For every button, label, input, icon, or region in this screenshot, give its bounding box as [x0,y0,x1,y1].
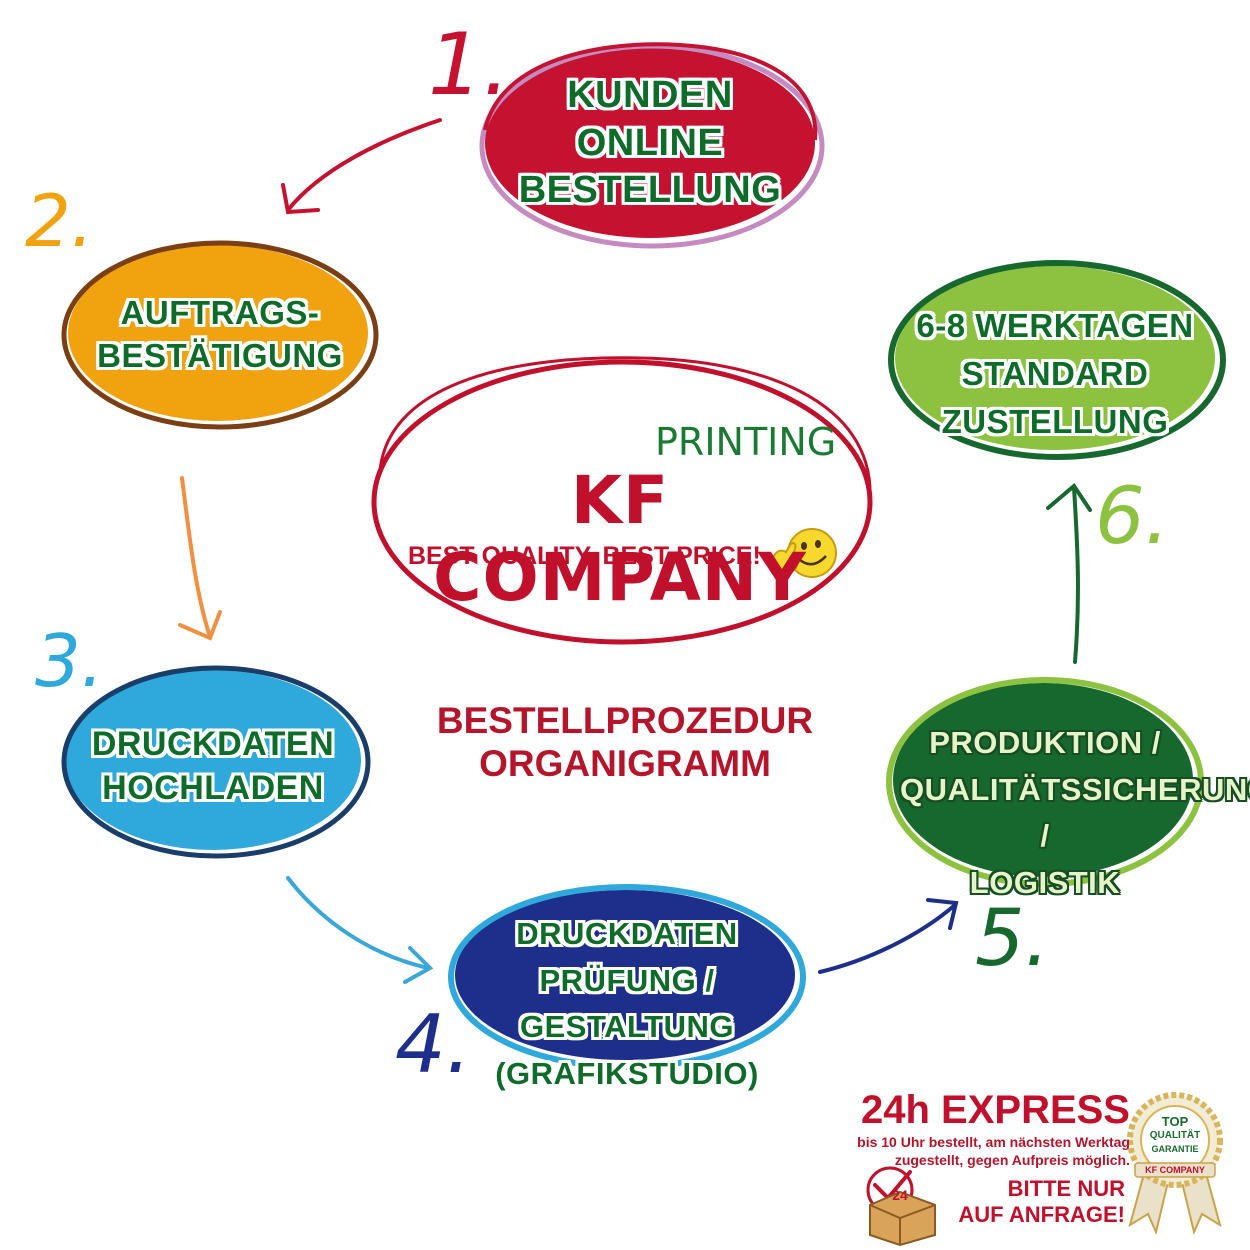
step-1-bubble [479,42,825,249]
express-description: bis 10 Uhr bestellt, am nächsten Werktag… [857,1134,1130,1168]
step-6-line-3: ZUSTELLUNG [941,402,1169,440]
arrow-4-to-5 [818,898,959,974]
step-5-bubble [886,677,1204,887]
brand-slogan: BEST QUALITY, BEST PRICE! [408,542,761,570]
badge-line-3: GARANTIE [1151,1144,1199,1154]
arrow-5-to-6 [1046,483,1092,664]
step-4-label: DRUCKDATEN PRÜFUNG / GESTALTUNG (GRAFIKS… [462,911,792,1097]
diagram-title-line-2: ORGANIGRAMM [479,742,771,784]
step-1-line-3: BESTELLUNG [518,169,782,211]
step-5-number: 5. [975,894,1050,984]
step-2-label: AUFTRAGS- BESTÄTIGUNG [80,292,360,378]
step-3-label: DRUCKDATEN HOCHLADEN [78,722,348,810]
step-3-line-2: HOCHLADEN [102,769,324,808]
step-6-number: 6. [1095,472,1170,562]
step-1-label: KUNDEN ONLINE BESTELLUNG [490,72,810,215]
express-title: 24h EXPRESS [860,1088,1130,1132]
step-1-line-2: ONLINE [576,121,724,164]
diagram-title: BESTELLPROZEDUR ORGANIGRAMM [380,700,870,785]
express-request-note: BITTE NUR AUF ANFRAGE! [930,1176,1125,1229]
step-1-line-1: KUNDEN [567,74,733,116]
step-4-number: 4. [395,998,472,1091]
step-2-line-2: BESTÄTIGUNG [97,336,343,374]
step-6-bubble [888,260,1226,460]
brand-name: KF COMPANY [433,462,807,616]
smiley-thumbs-up-icon [771,528,837,578]
step-3-number: 3. [35,619,104,703]
step-4-line-2: PRÜFUNG / GESTALTUNG [520,962,734,1045]
step-2-line-1: AUFTRAGS- [120,294,320,331]
step-4-line-3: (GRAFIKSTUDIO) [495,1055,759,1091]
arrow-3-to-4 [286,876,434,984]
arrow-1-to-2 [281,118,442,215]
step-1-number: 1. [428,15,511,115]
badge-line-2: QUALITÄT [1149,1130,1201,1141]
arrow-2-to-3 [178,476,222,641]
step-3-line-1: DRUCKDATEN [91,725,335,763]
step-5-line-2: QUALITÄTSSICHERUNG / [900,771,1250,854]
step-6-line-2: STANDARD [961,354,1149,392]
step-5-line-1: PRODUKTION / [929,725,1161,760]
brand-printing-label: PRINTING [655,420,837,464]
express-request-line-2: AUF ANFRAGE! [958,1202,1125,1228]
step-5-line-3: LOGISTIK [969,864,1121,900]
express-section: 24h EXPRESS bis 10 Uhr bestellt, am näch… [820,1090,1130,1169]
express-box-icon [866,1166,936,1247]
express-box-label: 24 [892,1187,908,1203]
badge-ribbon: KF COMPANY [1145,1165,1205,1175]
step-4-line-1: DRUCKDATEN [516,916,738,951]
step-3-bubble [61,665,371,859]
express-request-line-1: BITTE NUR [1007,1176,1125,1201]
step-6-line-1: 6-8 WERKTAGEN [916,307,1194,344]
step-5-label: PRODUKTION / QUALITÄTSSICHERUNG / LOGIST… [900,720,1250,906]
center-logo-ellipse [371,356,873,645]
badge-line-1: TOP [1161,1114,1189,1129]
step-6-label: 6-8 WERKTAGEN STANDARD ZUSTELLUNG [905,302,1205,446]
quality-badge [1127,1092,1223,1236]
diagram-title-line-1: BESTELLPROZEDUR [436,700,814,741]
step-2-bubble [61,240,379,430]
step-4-bubble [448,884,806,1070]
step-2-number: 2. [25,179,94,263]
